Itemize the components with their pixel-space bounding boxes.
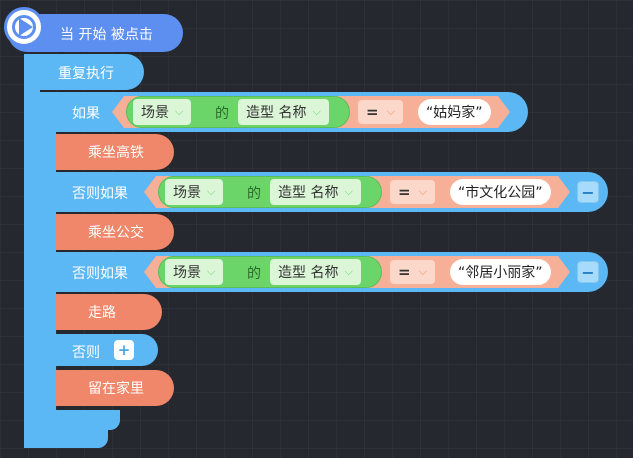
operator-dropdown[interactable]: =⌵ — [390, 180, 435, 204]
chevron-down-icon: ⌵ — [344, 265, 353, 278]
start-button[interactable] — [4, 7, 44, 47]
of-label: 的 — [215, 106, 229, 122]
property-dropdown-label: 造型 名称 — [278, 265, 339, 281]
value-input-1[interactable]: “姑妈家” — [418, 99, 491, 125]
operator-label: = — [398, 183, 411, 201]
chevron-down-icon: ⌵ — [312, 105, 321, 118]
action-label-else: 留在家里 — [88, 381, 144, 397]
compare-operator-block[interactable]: 场景⌵ 的 造型 名称⌵ =⌵ “市文化公园” — [144, 176, 570, 208]
else-if-keyword-2: 否则如果 — [72, 266, 128, 282]
scene-dropdown[interactable]: 场景 ⌵ — [165, 179, 223, 205]
add-branch-button[interactable]: + — [114, 340, 134, 360]
else-row[interactable]: 否则 + — [40, 334, 158, 366]
if-block-bottom-arm — [40, 410, 120, 430]
scene-dropdown-label: 场景 — [141, 105, 169, 121]
play-icon — [19, 18, 33, 36]
scene-dropdown-label: 场景 — [173, 265, 201, 281]
play-ring — [12, 15, 36, 39]
of-label: 的 — [247, 266, 261, 282]
chevron-down-icon: ⌵ — [386, 105, 395, 118]
chevron-down-icon: ⌵ — [344, 185, 353, 198]
chevron-down-icon: ⌵ — [418, 185, 427, 198]
hat-label: 当 开始 被点击 — [60, 27, 153, 43]
operator-label: = — [366, 103, 379, 121]
property-dropdown[interactable]: 造型 名称 ⌵ — [270, 259, 361, 285]
value-input-3[interactable]: “邻居小丽家” — [450, 259, 551, 285]
action-block-else[interactable]: 留在家里 — [56, 370, 174, 406]
action-label-3: 走路 — [88, 305, 116, 321]
sensing-property-block[interactable]: 场景 ⌵ 的 造型 名称 ⌵ — [158, 256, 382, 288]
scene-dropdown[interactable]: 场景 ⌵ — [165, 259, 223, 285]
remove-branch-button[interactable]: − — [577, 181, 599, 203]
repeat-bottom-arm — [24, 426, 108, 448]
property-dropdown-label: 造型 名称 — [278, 185, 339, 201]
chevron-down-icon: ⌵ — [207, 265, 216, 278]
repeat-left-arm — [24, 54, 40, 448]
property-dropdown[interactable]: 造型 名称 ⌵ — [238, 99, 329, 125]
of-label: 的 — [247, 186, 261, 202]
property-dropdown[interactable]: 造型 名称 ⌵ — [270, 179, 361, 205]
else-if-row-2[interactable]: 否则如果 场景⌵ 的 造型 名称⌵ =⌵ “邻居小丽家” − — [40, 252, 608, 292]
action-block-3[interactable]: 走路 — [56, 294, 162, 330]
else-if-keyword-1: 否则如果 — [72, 186, 128, 202]
repeat-label: 重复执行 — [58, 66, 114, 82]
chevron-down-icon: ⌵ — [418, 265, 427, 278]
compare-operator-block[interactable]: 场景⌵ 的 造型 名称⌵ =⌵ “邻居小丽家” — [144, 256, 570, 288]
action-block-1[interactable]: 乘坐高铁 — [56, 134, 174, 170]
if-row[interactable]: 如果 场景⌵ 的 造型 名称⌵ =⌵ “姑妈家” — [40, 92, 528, 132]
compare-operator-block[interactable]: 场景⌵ 的 造型 名称⌵ =⌵ “姑妈家” — [112, 96, 510, 128]
operator-dropdown[interactable]: =⌵ — [358, 100, 403, 124]
repeat-forever-block[interactable]: 重复执行 — [24, 54, 144, 90]
scene-dropdown-label: 场景 — [173, 185, 201, 201]
else-if-row-1[interactable]: 否则如果 场景⌵ 的 造型 名称⌵ =⌵ “市文化公园” − — [40, 172, 608, 212]
operator-dropdown[interactable]: =⌵ — [390, 260, 435, 284]
sensing-property-block[interactable]: 场景 ⌵ 的 造型 名称 ⌵ — [126, 96, 350, 128]
scene-dropdown[interactable]: 场景 ⌵ — [133, 99, 191, 125]
remove-branch-button[interactable]: − — [577, 261, 599, 283]
action-label-1: 乘坐高铁 — [88, 145, 144, 161]
action-block-2[interactable]: 乘坐公交 — [56, 214, 174, 250]
chevron-down-icon: ⌵ — [175, 105, 184, 118]
value-input-2[interactable]: “市文化公园” — [450, 179, 551, 205]
else-keyword: 否则 — [72, 345, 100, 361]
action-label-2: 乘坐公交 — [88, 225, 144, 241]
if-keyword: 如果 — [72, 106, 100, 122]
sensing-property-block[interactable]: 场景 ⌵ 的 造型 名称 ⌵ — [158, 176, 382, 208]
chevron-down-icon: ⌵ — [207, 185, 216, 198]
property-dropdown-label: 造型 名称 — [246, 105, 307, 121]
operator-label: = — [398, 263, 411, 281]
